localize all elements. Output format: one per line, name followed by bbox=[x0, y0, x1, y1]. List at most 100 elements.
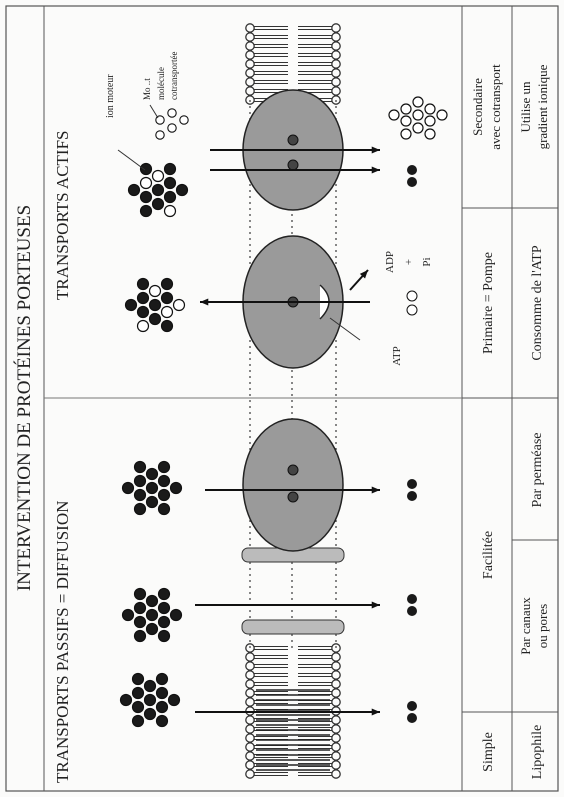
lipid-tail bbox=[298, 737, 332, 740]
lipid-head bbox=[246, 761, 254, 769]
molecule-cluster-canaux bbox=[159, 617, 170, 628]
molecule-cotransported bbox=[413, 110, 423, 120]
molecule-cluster-cotransport bbox=[177, 185, 188, 196]
lipid-head bbox=[246, 770, 254, 778]
lipid-tail bbox=[254, 746, 288, 749]
cell-simple: Simple bbox=[481, 732, 496, 772]
molecule-cluster-simple bbox=[169, 695, 180, 706]
molecule-cluster-cotransport bbox=[153, 171, 164, 182]
molecule-cluster-canaux bbox=[159, 589, 170, 600]
lipid-head bbox=[246, 42, 254, 50]
binding-site bbox=[288, 465, 298, 475]
lipid-head bbox=[332, 42, 340, 50]
lipid-tail bbox=[254, 683, 288, 686]
molecule-cluster-cotransport bbox=[141, 192, 152, 203]
molecule-cotransported bbox=[425, 116, 435, 126]
lipid-tail bbox=[298, 63, 332, 66]
lipid-tail bbox=[254, 63, 288, 66]
molecule-cluster-canaux bbox=[135, 589, 146, 600]
arrow-cotransport-head bbox=[372, 146, 380, 153]
lipid-tail bbox=[298, 674, 332, 677]
molecule-cluster-permease bbox=[147, 497, 158, 508]
molecule-pair bbox=[407, 713, 417, 723]
atp-molecule bbox=[407, 305, 417, 315]
molecule-cluster-permease bbox=[159, 490, 170, 501]
molecule-cotransported bbox=[389, 110, 399, 120]
molecule-cotransported bbox=[168, 109, 176, 117]
lipid-head bbox=[332, 33, 340, 41]
lipid-tail bbox=[298, 773, 332, 776]
page-title: INTERVENTION DE PROTÉINES PORTEUSES bbox=[13, 205, 35, 591]
lipid-tail bbox=[254, 81, 288, 84]
molecule-cluster-pump bbox=[138, 307, 149, 318]
molecule-pair bbox=[407, 594, 417, 604]
binding-site bbox=[288, 160, 298, 170]
label-ion-moteur: ion moteur bbox=[105, 74, 116, 118]
molecule-cotransported bbox=[180, 116, 188, 124]
molecule-cotransported bbox=[401, 129, 411, 139]
molecule-cluster-simple bbox=[133, 702, 144, 713]
lipid-head bbox=[246, 69, 254, 77]
lipid-head bbox=[332, 662, 340, 670]
molecule-cotransported bbox=[401, 116, 411, 126]
lipid-head bbox=[246, 680, 254, 688]
lipid-tail bbox=[254, 665, 288, 668]
molecule-cluster-pump bbox=[150, 286, 161, 297]
molecule-cluster-cotransport bbox=[141, 178, 152, 189]
lipid-tail bbox=[298, 665, 332, 668]
molecule-cluster-canaux bbox=[135, 631, 146, 642]
lipid-head bbox=[246, 752, 254, 760]
molecule-cluster-pump bbox=[162, 321, 173, 332]
lipid-head bbox=[332, 698, 340, 706]
lipid-tail bbox=[254, 656, 288, 659]
lipid-head bbox=[332, 69, 340, 77]
lipid-head bbox=[246, 743, 254, 751]
molecule-cotransported bbox=[437, 110, 447, 120]
molecule-cluster-pump bbox=[126, 300, 137, 311]
cell-lipophile: Lipophile bbox=[530, 725, 545, 779]
lipid-tail bbox=[254, 36, 288, 39]
molecule-cluster-pump bbox=[138, 293, 149, 304]
lipid-tail bbox=[254, 27, 288, 30]
lipid-head bbox=[246, 24, 254, 32]
lipid-head bbox=[246, 662, 254, 670]
molecule-pair bbox=[407, 701, 417, 711]
lipid-head bbox=[246, 87, 254, 95]
lipid-tail bbox=[254, 647, 288, 650]
lipid-tail bbox=[298, 54, 332, 57]
molecule-cluster-pump bbox=[162, 293, 173, 304]
label-pi: Pi bbox=[421, 257, 433, 266]
lipid-head bbox=[332, 689, 340, 697]
molecule-cluster-pump bbox=[150, 300, 161, 311]
label-plus: + bbox=[403, 259, 415, 265]
lipid-head bbox=[246, 78, 254, 86]
lipid-head bbox=[246, 734, 254, 742]
lipid-head bbox=[246, 725, 254, 733]
molecule-pair bbox=[407, 177, 417, 187]
lipid-head bbox=[246, 653, 254, 661]
binding-site bbox=[288, 492, 298, 502]
molecule-cotransported bbox=[156, 131, 164, 139]
molecule-cluster-simple bbox=[133, 674, 144, 685]
molecule-cotransported bbox=[168, 124, 176, 132]
arrow-pump-head bbox=[200, 298, 208, 305]
molecule-cluster-pump bbox=[138, 321, 149, 332]
lipid-tail bbox=[298, 27, 332, 30]
lipid-tail bbox=[254, 773, 288, 776]
arrow-canaux-head bbox=[372, 601, 380, 608]
molecule-cotransported bbox=[401, 104, 411, 114]
cell-canaux-1: Par canaux bbox=[518, 597, 533, 655]
cell-permease: Par perméase bbox=[530, 432, 545, 507]
lipid-head bbox=[246, 716, 254, 724]
molecule-cluster-permease bbox=[135, 490, 146, 501]
molecule-cluster-simple bbox=[157, 702, 168, 713]
cell-utilise-2: gradient ionique bbox=[535, 64, 550, 149]
molecule-cotransported bbox=[413, 97, 423, 107]
molecule-cluster-pump bbox=[162, 307, 173, 318]
lipid-head bbox=[332, 671, 340, 679]
molecule-cluster-permease bbox=[159, 462, 170, 473]
molecule-cluster-cotransport bbox=[165, 164, 176, 175]
lipid-tail bbox=[254, 45, 288, 48]
lipid-head bbox=[246, 33, 254, 41]
